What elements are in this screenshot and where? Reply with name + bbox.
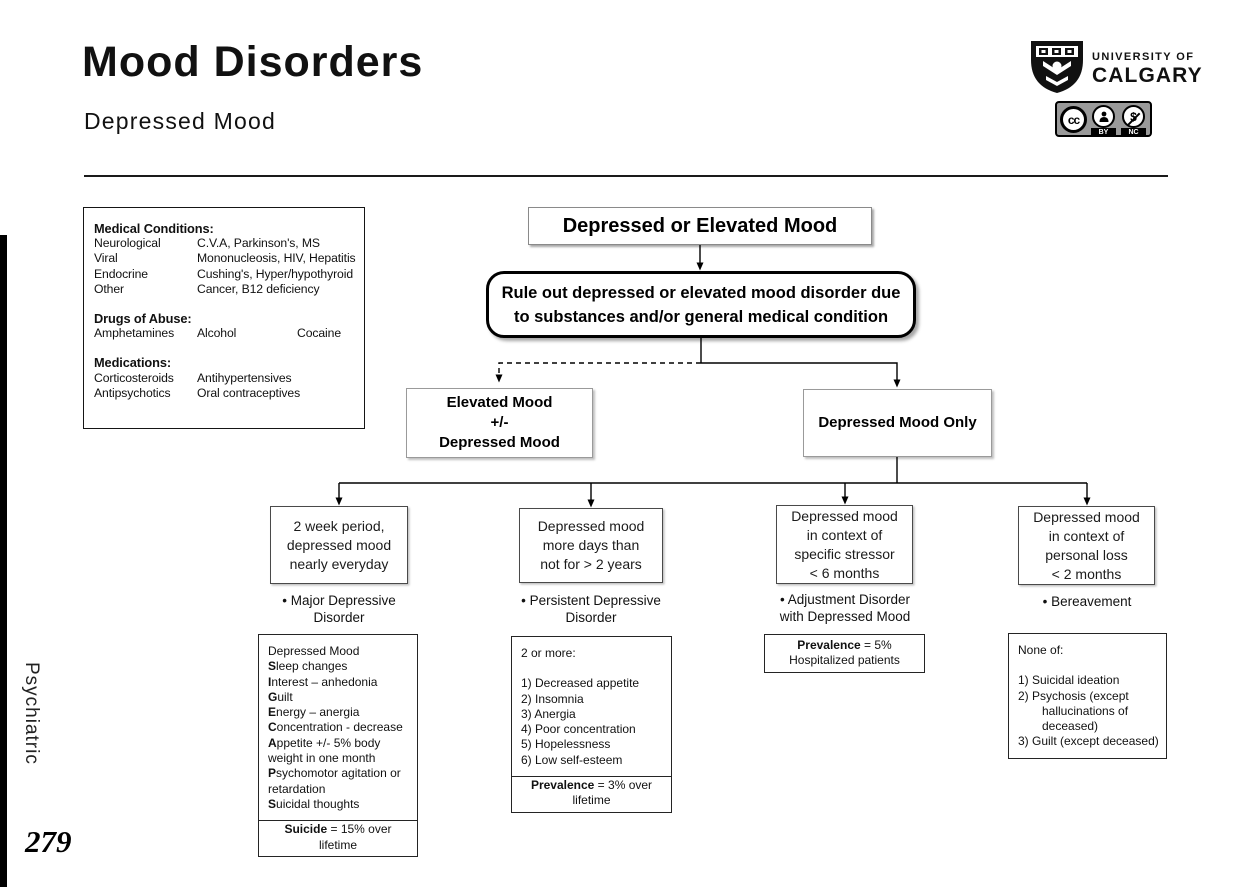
drug-item: Cocaine: [297, 326, 342, 341]
adjustment-prevalence-line2: Hospitalized patients: [789, 653, 900, 668]
drug-item: Amphetamines: [94, 326, 175, 341]
flow-ruleout-box: Rule out depressed or elevated mood diso…: [486, 271, 916, 338]
diagnosis-label-pdd: • Persistent Depressive Disorder: [521, 593, 661, 625]
by-person-icon: [1092, 105, 1115, 128]
sigecaps-line: Psychomotor agitation or retardation: [268, 766, 401, 796]
page-number: 279: [25, 824, 72, 859]
by-label: BY: [1091, 128, 1116, 137]
sigecaps-line: Sleep changes: [268, 659, 348, 674]
sigecaps-line: Concentration - decrease: [268, 720, 403, 735]
pdd-criteria-list-box: 2 or more: 1) Decreased appetite 2) Inso…: [511, 636, 672, 813]
bereavement-item: 3) Guilt (except deceased): [1018, 734, 1159, 749]
diagnosis-label-adjustment: • Adjustment Disorder with Depressed Moo…: [779, 592, 911, 624]
medication-item: Antipsychotics: [94, 385, 171, 400]
medication-item: Corticosteroids: [94, 370, 174, 385]
drugs-row: Amphetamines Alcohol Cocaine: [94, 326, 360, 341]
pdd-item: 1) Decreased appetite: [521, 676, 640, 691]
flow-adjustment-criteria-box: Depressed mood in context of specific st…: [776, 505, 913, 584]
page-subtitle: Depressed Mood: [84, 108, 276, 134]
flow-depressed-only-box: Depressed Mood Only: [803, 389, 992, 457]
cc-license-badge: cc $ BY NC: [1055, 101, 1152, 137]
diagnosis-label-mdd: • Major Depressive Disorder: [282, 593, 396, 625]
etiology-value: Cancer, B12 deficiency: [197, 281, 320, 296]
sigecaps-line: Interest – anhedonia: [268, 674, 378, 689]
etiology-row: Neurological C.V.A, Parkinson's, MS: [94, 236, 360, 251]
drug-item: Alcohol: [197, 326, 237, 341]
etiology-value: Mononucleosis, HIV, Hepatitis: [197, 251, 356, 266]
etiology-label: Viral: [94, 251, 118, 266]
sigecaps-line: Depressed Mood: [268, 644, 360, 658]
adjustment-prevalence-line1: Prevalence = 5%: [797, 638, 892, 652]
etiology-value: C.V.A, Parkinson's, MS: [197, 236, 320, 251]
header-divider: [84, 175, 1168, 177]
etiology-label: Other: [94, 281, 124, 296]
flow-elevated-mood-box: Elevated Mood +/- Depressed Mood: [406, 388, 593, 458]
etiology-value: Cushing's, Hyper/hypothyroid: [197, 266, 354, 281]
ucalgary-wordmark: UNIVERSITY OF CALGARY: [1092, 51, 1203, 88]
page-title: Mood Disorders: [82, 38, 424, 86]
diagnosis-label-bereavement: • Bereavement: [1042, 594, 1132, 609]
drugs-of-abuse-title: Drugs of Abuse:: [94, 311, 192, 327]
calgary-text: CALGARY: [1092, 64, 1203, 87]
medication-item: Antihypertensives: [197, 370, 292, 385]
pdd-item: 2) Insomnia: [521, 691, 584, 706]
pdd-item: 3) Anergia: [521, 706, 576, 721]
cc-icon: cc: [1060, 106, 1087, 133]
bereavement-item: 2) Psychosis (except: [1018, 688, 1129, 703]
university-of-text: UNIVERSITY OF: [1092, 51, 1195, 63]
medical-conditions-title: Medical Conditions:: [94, 221, 214, 236]
flow-root-box: Depressed or Elevated Mood: [528, 207, 872, 245]
bereavement-intro: None of:: [1018, 643, 1064, 657]
sigecaps-line: Energy – anergia: [268, 705, 360, 720]
pdd-prevalence-stat: Prevalence = 3% over lifetime: [512, 776, 671, 812]
bereavement-exclusions-box: None of: 1) Suicidal ideation 2) Psychos…: [1008, 633, 1167, 759]
pdd-item: 4) Poor concentration: [521, 722, 636, 737]
bereavement-item-cont: deceased): [1042, 719, 1099, 734]
section-edge-bar: [0, 235, 7, 887]
flow-pdd-criteria-box: Depressed mood more days than not for > …: [519, 508, 663, 583]
medications-row: Antipsychotics Oral contraceptives: [94, 386, 360, 401]
ucalgary-logo: UNIVERSITY OF CALGARY: [1029, 40, 1203, 99]
adjustment-prevalence-box: Prevalence = 5% Hospitalized patients: [764, 634, 925, 673]
bereavement-item-cont: hallucinations of: [1042, 703, 1129, 718]
etiology-row: Endocrine Cushing's, Hyper/hypothyroid: [94, 267, 360, 282]
pdd-item: 5) Hopelessness: [521, 737, 611, 752]
etiology-label: Endocrine: [94, 266, 148, 281]
medications-row: Corticosteroids Antihypertensives: [94, 371, 360, 386]
etiology-reference-box: Medical Conditions: Neurological C.V.A, …: [83, 207, 365, 429]
ucalgary-shield-icon: [1029, 40, 1085, 99]
sigecaps-line: Suicidal thoughts: [268, 796, 360, 811]
sigecaps-line: Guilt: [268, 689, 293, 704]
section-label: Psychiatric: [21, 662, 42, 765]
pdd-item: 6) Low self-esteem: [521, 752, 623, 767]
etiology-row: Viral Mononucleosis, HIV, Hepatitis: [94, 251, 360, 266]
mdd-suicide-stat: Suicide = 15% over lifetime: [259, 820, 417, 856]
etiology-row: Other Cancer, B12 deficiency: [94, 282, 360, 297]
bereavement-item: 1) Suicidal ideation: [1018, 673, 1120, 688]
pdd-intro: 2 or more:: [521, 646, 576, 660]
nc-label: NC: [1121, 128, 1146, 137]
nc-dollar-icon: $: [1122, 105, 1145, 128]
flow-bereavement-criteria-box: Depressed mood in context of personal lo…: [1018, 506, 1155, 585]
medication-item: Oral contraceptives: [197, 385, 301, 400]
etiology-label: Neurological: [94, 236, 161, 251]
mdd-sigecaps-box: Depressed Mood Sleep changes Interest – …: [258, 634, 418, 857]
flow-mdd-criteria-box: 2 week period, depressed mood nearly eve…: [270, 506, 408, 584]
sigecaps-line: Appetite +/- 5% body weight in one month: [268, 735, 381, 766]
medications-title: Medications:: [94, 355, 172, 371]
